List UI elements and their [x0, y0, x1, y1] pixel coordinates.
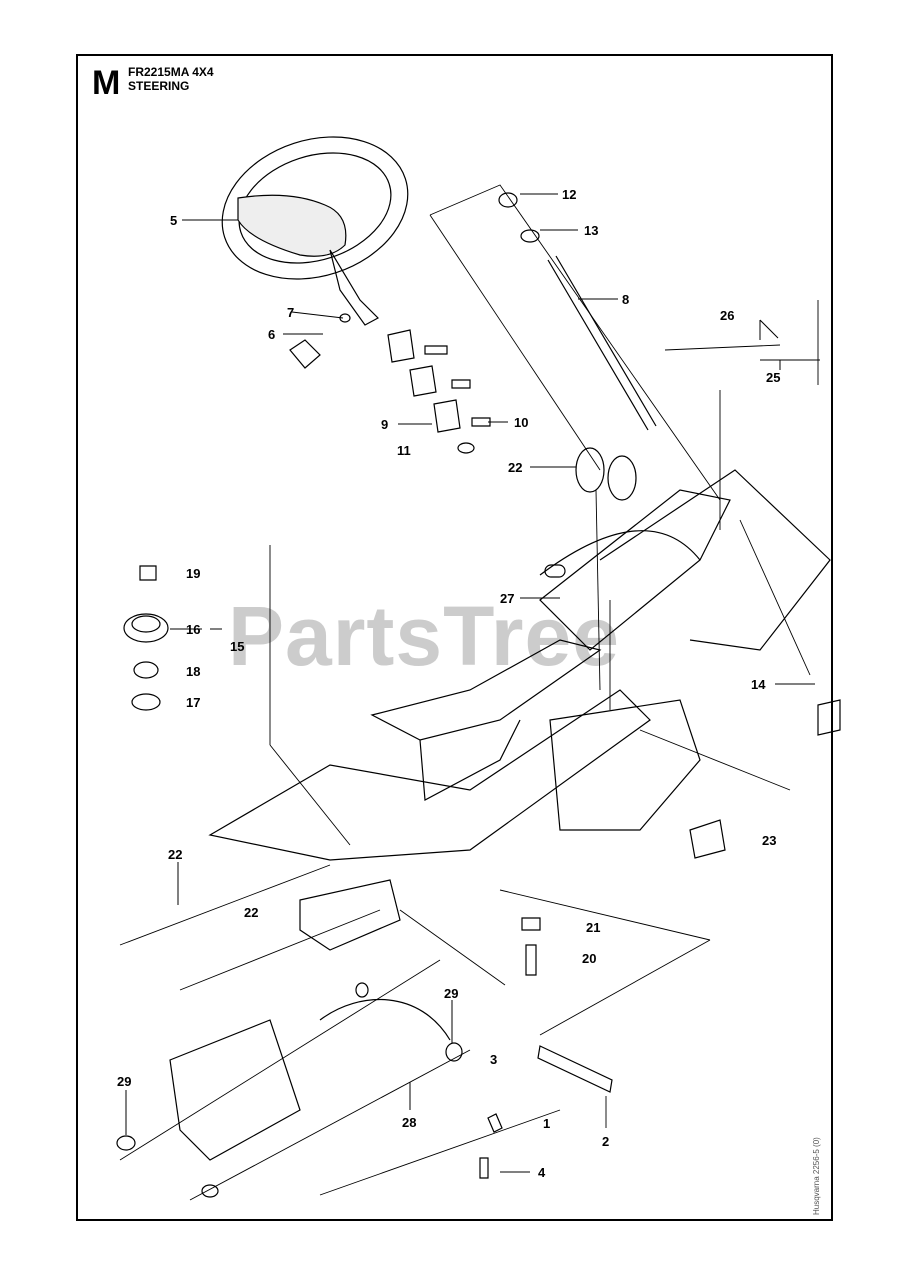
section-title: STEERING — [128, 79, 190, 93]
callout-8: 8 — [622, 292, 629, 307]
callout-3: 3 — [490, 1052, 497, 1067]
callout-labels: 5 7 6 12 13 8 9 10 11 22 26 25 19 16 15 … — [117, 187, 780, 1180]
callout-29-left: 29 — [117, 1074, 131, 1089]
model-title: FR2215MA 4X4 — [128, 65, 214, 79]
callout-7: 7 — [287, 305, 294, 320]
callout-29-right: 29 — [444, 986, 458, 1001]
callout-28: 28 — [402, 1115, 416, 1130]
callout-10: 10 — [514, 415, 528, 430]
callout-19: 19 — [186, 566, 200, 581]
callout-26: 25 — [766, 370, 780, 385]
callout-13: 13 — [584, 223, 598, 238]
callout-20: 20 — [582, 951, 596, 966]
callout-16: 16 — [186, 622, 200, 637]
callout-11: 11 — [397, 443, 411, 458]
callout-ticks — [125, 193, 815, 1173]
callout-12: 12 — [562, 187, 576, 202]
callout-23: 22 — [508, 460, 522, 475]
watermark: PartsTree — [228, 589, 620, 683]
callout-2: 2 — [602, 1134, 609, 1149]
callout-14: 14 — [751, 677, 766, 692]
section-letter: M — [92, 64, 121, 102]
diagram-sheet — [76, 54, 833, 1221]
callout-25: 27 — [500, 591, 514, 606]
lower-bracket-assembly — [116, 879, 613, 1198]
callout-4: 4 — [538, 1165, 546, 1180]
callout-17: 17 — [186, 695, 200, 710]
leader-lines — [119, 300, 820, 1201]
callout-22-lower: 22 — [244, 905, 258, 920]
pulley-stack — [123, 565, 169, 711]
callout-6: 6 — [268, 327, 275, 342]
column-hub-parts — [289, 313, 491, 454]
steering-wheel — [221, 136, 409, 326]
callout-22-upper: 22 — [168, 847, 182, 862]
callout-1: 1 — [543, 1116, 550, 1131]
callout-15: 15 — [230, 639, 244, 654]
callout-24: 23 — [762, 833, 776, 848]
callout-27: 26 — [720, 308, 734, 323]
callout-18: 18 — [186, 664, 200, 679]
callout-21: 21 — [586, 920, 600, 935]
tractor-frame — [208, 469, 841, 861]
callout-5: 5 — [170, 213, 177, 228]
steering-shaft — [429, 184, 721, 501]
gear-pair — [575, 447, 637, 501]
callout-9: 9 — [381, 417, 388, 432]
